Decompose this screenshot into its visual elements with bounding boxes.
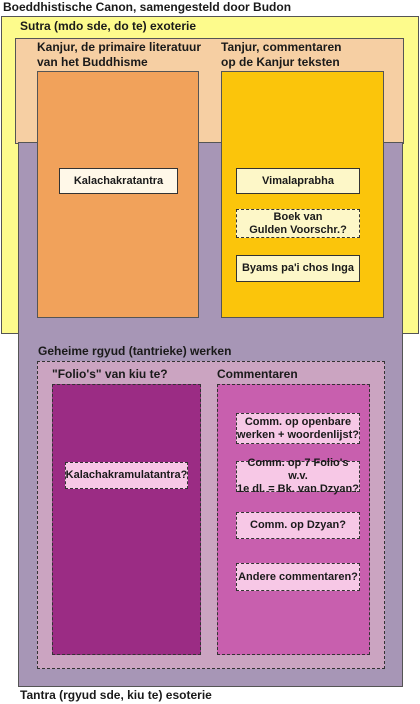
comm-item-line2: werken + woordenlijst? (237, 428, 359, 441)
comm-item-openbare-werken: Comm. op openbare werken + woordenlijst? (236, 413, 360, 444)
commentaren-label: Commentaren (217, 367, 298, 381)
tanjur-item-line1: Byams pa'i chos Inga (241, 262, 355, 274)
tanjur-item-line1: Boek van (273, 210, 323, 223)
diagram-title: Boeddhistische Canon, samengesteld door … (3, 0, 292, 14)
tanjur-item-boek-van-gulden: Boek van Gulden Voorschr.? (236, 209, 360, 238)
folio-item-kalachakramulatantra: Kalachakramulatantra? (65, 462, 188, 489)
tanjur-label-line1: Tanjur, commentaren (221, 40, 342, 54)
comm-item-line2: 1e dl. = Bk. van Dzyan? (237, 483, 359, 495)
geheime-label: Geheime rgyud (tantrieke) werken (38, 344, 232, 358)
comm-item-dzyan: Comm. op Dzyan? (236, 512, 360, 539)
comm-item-line1: Comm. op openbare (244, 415, 352, 428)
comm-item-line1: Andere commentaren? (238, 570, 358, 583)
kanjur-label-line1: Kanjur, de primaire literatuur (37, 40, 202, 54)
tantra-label: Tantra (rgyud sde, kiu te) esoterie (20, 688, 212, 702)
tanjur-item-byams-pa: Byams pa'i chos Inga (236, 255, 360, 282)
tanjur-label-line2: op de Kanjur teksten (221, 55, 340, 69)
comm-item-line1: Comm. op 7 Folio's w.v. (247, 457, 349, 482)
kanjur-label-line2: van het Buddhisme (37, 55, 148, 69)
sutra-label: Sutra (mdo sde, do te) exoterie (20, 19, 197, 33)
kanjur-column (37, 71, 199, 318)
comm-item-andere: Andere commentaren? (236, 563, 360, 591)
tanjur-item-vimalaprabha: Vimalaprabha (236, 168, 360, 194)
kanjur-item-kalachakratantra: Kalachakratantra (59, 168, 178, 194)
tanjur-item-line1: Vimalaprabha (262, 174, 334, 187)
comm-item-line1: Comm. op Dzyan? (250, 519, 346, 531)
tanjur-item-line2: Gulden Voorschr.? (249, 223, 347, 236)
folio-column (52, 384, 201, 655)
comm-item-7-folios: Comm. op 7 Folio's w.v. 1e dl. = Bk. van… (236, 457, 360, 495)
folio-label: "Folio's" van kiu te? (52, 367, 168, 381)
